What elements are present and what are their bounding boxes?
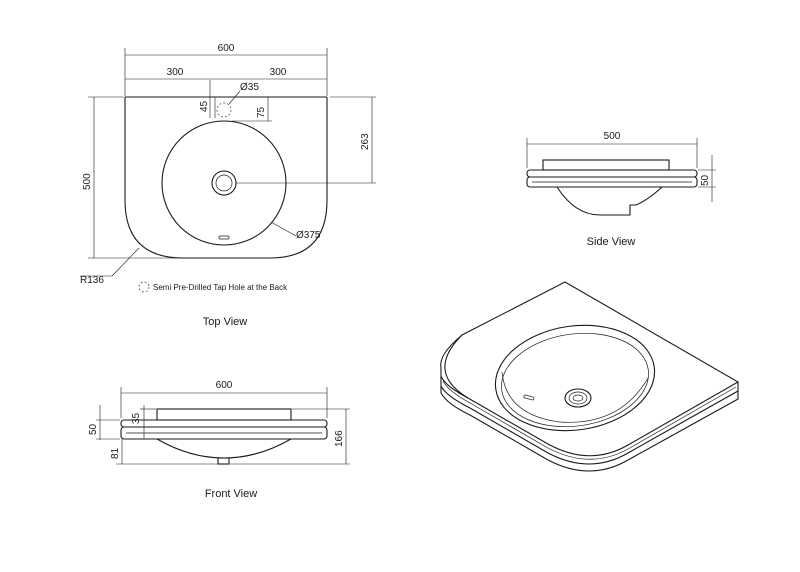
iso-left-edge	[440, 334, 463, 369]
iso-top-surface	[444, 281, 740, 457]
top-view-outline	[124, 97, 328, 259]
front-dim-50: 50	[88, 423, 99, 435]
iso-slab-mid	[442, 380, 737, 460]
iso-waste-outer	[564, 388, 592, 408]
front-dim-600: 600	[216, 380, 233, 391]
iso-bowl-outer	[494, 324, 656, 432]
top-dim-tap-dia: Ø35	[240, 82, 259, 93]
top-waste-outer	[211, 170, 237, 196]
front-view: 600 35 50 81 166 Front View	[88, 380, 350, 500]
tap-hole-circle	[216, 102, 232, 118]
tap-hole-note: Semi Pre-Drilled Tap Hole at the Back	[153, 283, 288, 292]
isometric-view	[440, 281, 740, 472]
tap-note-icon	[138, 281, 150, 293]
front-dim-81: 81	[110, 447, 121, 459]
side-rim-lower	[526, 176, 698, 188]
iso-waste-inner	[568, 391, 588, 405]
top-dim-bowl-dia: Ø375	[296, 230, 321, 241]
top-dim-300-right: 300	[270, 67, 287, 78]
iso-overflow-slot	[523, 394, 535, 401]
overflow-slot	[218, 235, 230, 240]
front-bowl-top	[156, 408, 292, 421]
side-bowl-top	[542, 159, 670, 171]
side-dim-50: 50	[700, 174, 711, 186]
top-view: 600 300 300 Ø35 45 75 263 500 Ø375 R136	[80, 43, 376, 328]
top-dim-263: 263	[360, 133, 371, 150]
side-view-title: Side View	[587, 236, 636, 248]
side-rim-upper	[526, 169, 698, 178]
iso-slab-lower-2	[440, 386, 739, 472]
top-dim-75: 75	[256, 106, 267, 118]
top-dim-300-left: 300	[167, 67, 184, 78]
top-dim-45: 45	[199, 100, 210, 112]
side-dim-500: 500	[604, 131, 621, 142]
front-bowl-curve	[156, 438, 292, 459]
front-rim-lower	[120, 426, 328, 440]
top-view-title: Top View	[203, 316, 247, 328]
front-waste-outlet	[217, 457, 230, 465]
top-dim-r136: R136	[80, 275, 104, 286]
iso-slab-lower-1	[440, 376, 739, 465]
front-dim-35: 35	[131, 412, 142, 424]
front-rim-upper	[120, 419, 328, 428]
side-view: 500 50 Side View	[526, 131, 716, 248]
top-dim-600: 600	[218, 43, 235, 54]
top-dim-500: 500	[82, 173, 93, 190]
side-bowl-curve	[556, 186, 663, 216]
iso-bowl-rim	[501, 332, 649, 428]
front-view-title: Front View	[205, 488, 257, 500]
top-waste-inner	[215, 174, 233, 192]
front-dim-166: 166	[334, 430, 345, 447]
